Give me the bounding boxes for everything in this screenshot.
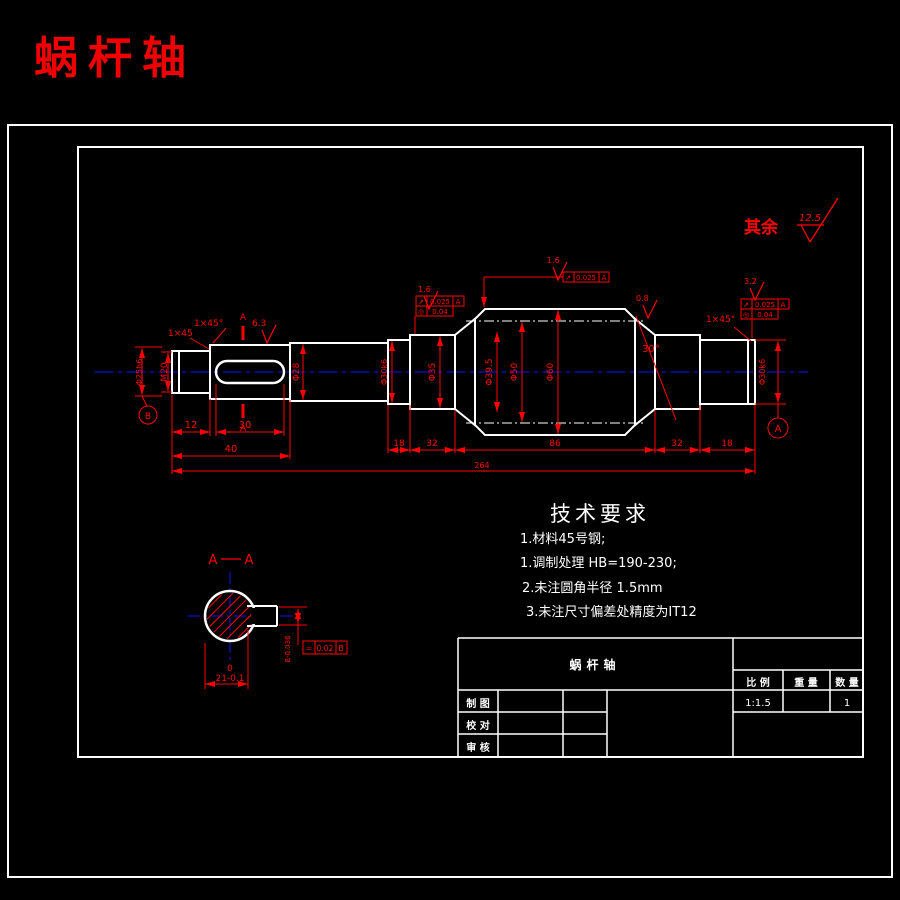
datum-b-circle — [138, 405, 158, 425]
roughness-check-taper — [642, 299, 658, 320]
gdt-worm-ref: A — [602, 274, 607, 282]
gdt-frames — [415, 271, 790, 320]
section-mark-bottom: A — [240, 424, 247, 434]
gdt-left-r1-val: 0.025 — [430, 298, 450, 306]
datum-a-label: A — [775, 424, 782, 435]
roughness-check-worm — [552, 261, 568, 282]
dim-40: 40 — [225, 444, 238, 455]
corner-note-label: 其余 — [744, 217, 779, 238]
row-checker: 校 对 — [466, 719, 489, 732]
keyway-slot — [214, 359, 286, 385]
gdt-left-r2-sym: ◎ — [418, 308, 424, 316]
tech-line-3: 2.未注圆角半径 1.5mm — [522, 581, 663, 596]
gdt-worm-val: 0.025 — [576, 274, 596, 282]
dim-32-left: 32 — [426, 439, 437, 449]
roughness-check-left-seat — [423, 290, 439, 311]
roughness-worm: 1.6 — [547, 256, 560, 265]
gdt-right-r2-val: 0.04 — [757, 311, 773, 319]
section-frame-val: 0.02 — [317, 644, 334, 653]
keyway-notch-mask — [251, 608, 279, 624]
dim-30: 30 — [239, 420, 252, 431]
scale-label: 比 例 — [746, 676, 769, 689]
roughness-symbol-large — [797, 197, 839, 243]
roughness-check-keyway — [261, 324, 277, 345]
gdt-right-r1-ref: A — [781, 301, 786, 309]
section-depth-upper: 0 — [227, 664, 233, 674]
keyway-notch-outline — [247, 605, 278, 627]
qty-value: 1 — [844, 698, 850, 709]
dim-thread: M20 — [160, 362, 170, 381]
datum-a-circle — [767, 417, 789, 439]
section-key-width: 8-0.036 — [284, 635, 292, 663]
chamfer-right: 1×45° — [706, 315, 735, 325]
gdt-left-r1-ref: A — [456, 298, 461, 306]
section-view: A A — [203, 553, 348, 689]
dim-worm-od: Φ60 — [546, 362, 556, 381]
dim-d35: Φ35 — [428, 363, 438, 382]
dim-bearing-left: Φ30k6 — [380, 359, 389, 385]
tech-line-2: 1.调制处理 HB=190-230; — [520, 556, 677, 571]
gdt-left-r1-sym: ↗ — [418, 298, 424, 306]
inner-frame — [77, 146, 864, 758]
weight-label: 重 量 — [794, 676, 817, 689]
dim-86: 86 — [549, 439, 561, 449]
dimension-texts: 12 30 40 18 32 86 32 18 264 Φ25h6 M20 Φ2… — [135, 256, 782, 470]
chamfer-left-1: 1×45 — [168, 329, 193, 339]
part-name: 蜗杆轴 — [569, 657, 620, 672]
dim-d28: Φ28 — [292, 362, 302, 381]
gdt-right-r2-sym: ◎ — [743, 311, 749, 319]
dim-12: 12 — [185, 420, 198, 431]
datum-b-label: B — [145, 412, 151, 422]
dim-32-right: 32 — [671, 439, 682, 449]
section-frame-ref: B — [338, 644, 344, 653]
qty-label: 数 量 — [835, 676, 858, 689]
roughness-check-right-seat — [749, 281, 765, 302]
dim-total: 264 — [474, 461, 489, 470]
worm-root-lines — [466, 320, 644, 424]
section-depth: 21-0.1 — [215, 674, 244, 684]
corner-note-value: 12.5 — [799, 213, 821, 224]
chamfer-left-2: 1×45° — [194, 319, 223, 329]
roughness-taper: 0.8 — [636, 294, 649, 303]
section-mark-top: A — [240, 313, 247, 323]
row-drafter: 制 图 — [466, 697, 489, 710]
centerlines — [95, 371, 808, 662]
roughness-keyway: 6.3 — [252, 319, 266, 329]
section-dims — [204, 606, 348, 689]
angle-30: 30° — [642, 344, 660, 355]
gdt-frame-texts: ↗ 0.025 A ◎ 0.04 ↗ 0.025 A ↗ 0.025 A ◎ 0… — [418, 274, 786, 319]
dim-left-seat: Φ25h6 — [135, 359, 144, 386]
section-frame-sym: = — [306, 644, 313, 653]
technical-requirements: 技术要求 1.材料45号钢; 1.调制处理 HB=190-230; 2.未注圆角… — [520, 502, 697, 620]
dim-worm-pitch: Φ50 — [510, 362, 520, 381]
dim-bearing-right: Φ30k6 — [758, 359, 767, 385]
title-block-grid — [457, 637, 863, 758]
tech-line-4: 3.未注尺寸偏差处精度为IT12 — [526, 604, 697, 620]
roughness-right-seat: 3.2 — [744, 277, 757, 286]
gdt-right-r1-val: 0.025 — [755, 301, 775, 309]
section-title-a1: A — [209, 553, 218, 568]
corner-roughness-note: 其余 12.5 — [744, 197, 839, 243]
tech-line-1: 1.材料45号钢; — [520, 532, 605, 547]
title-block-texts: 蜗杆轴 比 例 重 量 数 量 1:1.5 1 制 图 校 对 审 核 — [466, 657, 858, 754]
scale-value: 1:1.5 — [745, 698, 771, 709]
dimension-lines — [135, 276, 789, 474]
dim-worm-root: Φ39.5 — [485, 358, 495, 385]
outer-frame — [7, 124, 893, 878]
gdt-left-r2-val: 0.04 — [432, 308, 448, 316]
section-title-a2: A — [245, 553, 254, 568]
roughness-symbols — [261, 261, 765, 345]
title-block: 蜗杆轴 比 例 重 量 数 量 1:1.5 1 制 图 校 对 审 核 — [457, 637, 863, 758]
row-approver: 审 核 — [466, 741, 489, 754]
shaft-outline — [171, 308, 756, 436]
roughness-left-seat: 1.6 — [418, 285, 431, 294]
gdt-worm-sym: ↗ — [565, 274, 571, 282]
tech-title: 技术要求 — [550, 502, 650, 526]
gdt-right-r1-sym: ↗ — [743, 301, 749, 309]
dim-18-left: 18 — [393, 439, 405, 449]
drawing-title: 蜗杆轴 — [34, 33, 196, 84]
dim-18-right: 18 — [721, 439, 733, 449]
